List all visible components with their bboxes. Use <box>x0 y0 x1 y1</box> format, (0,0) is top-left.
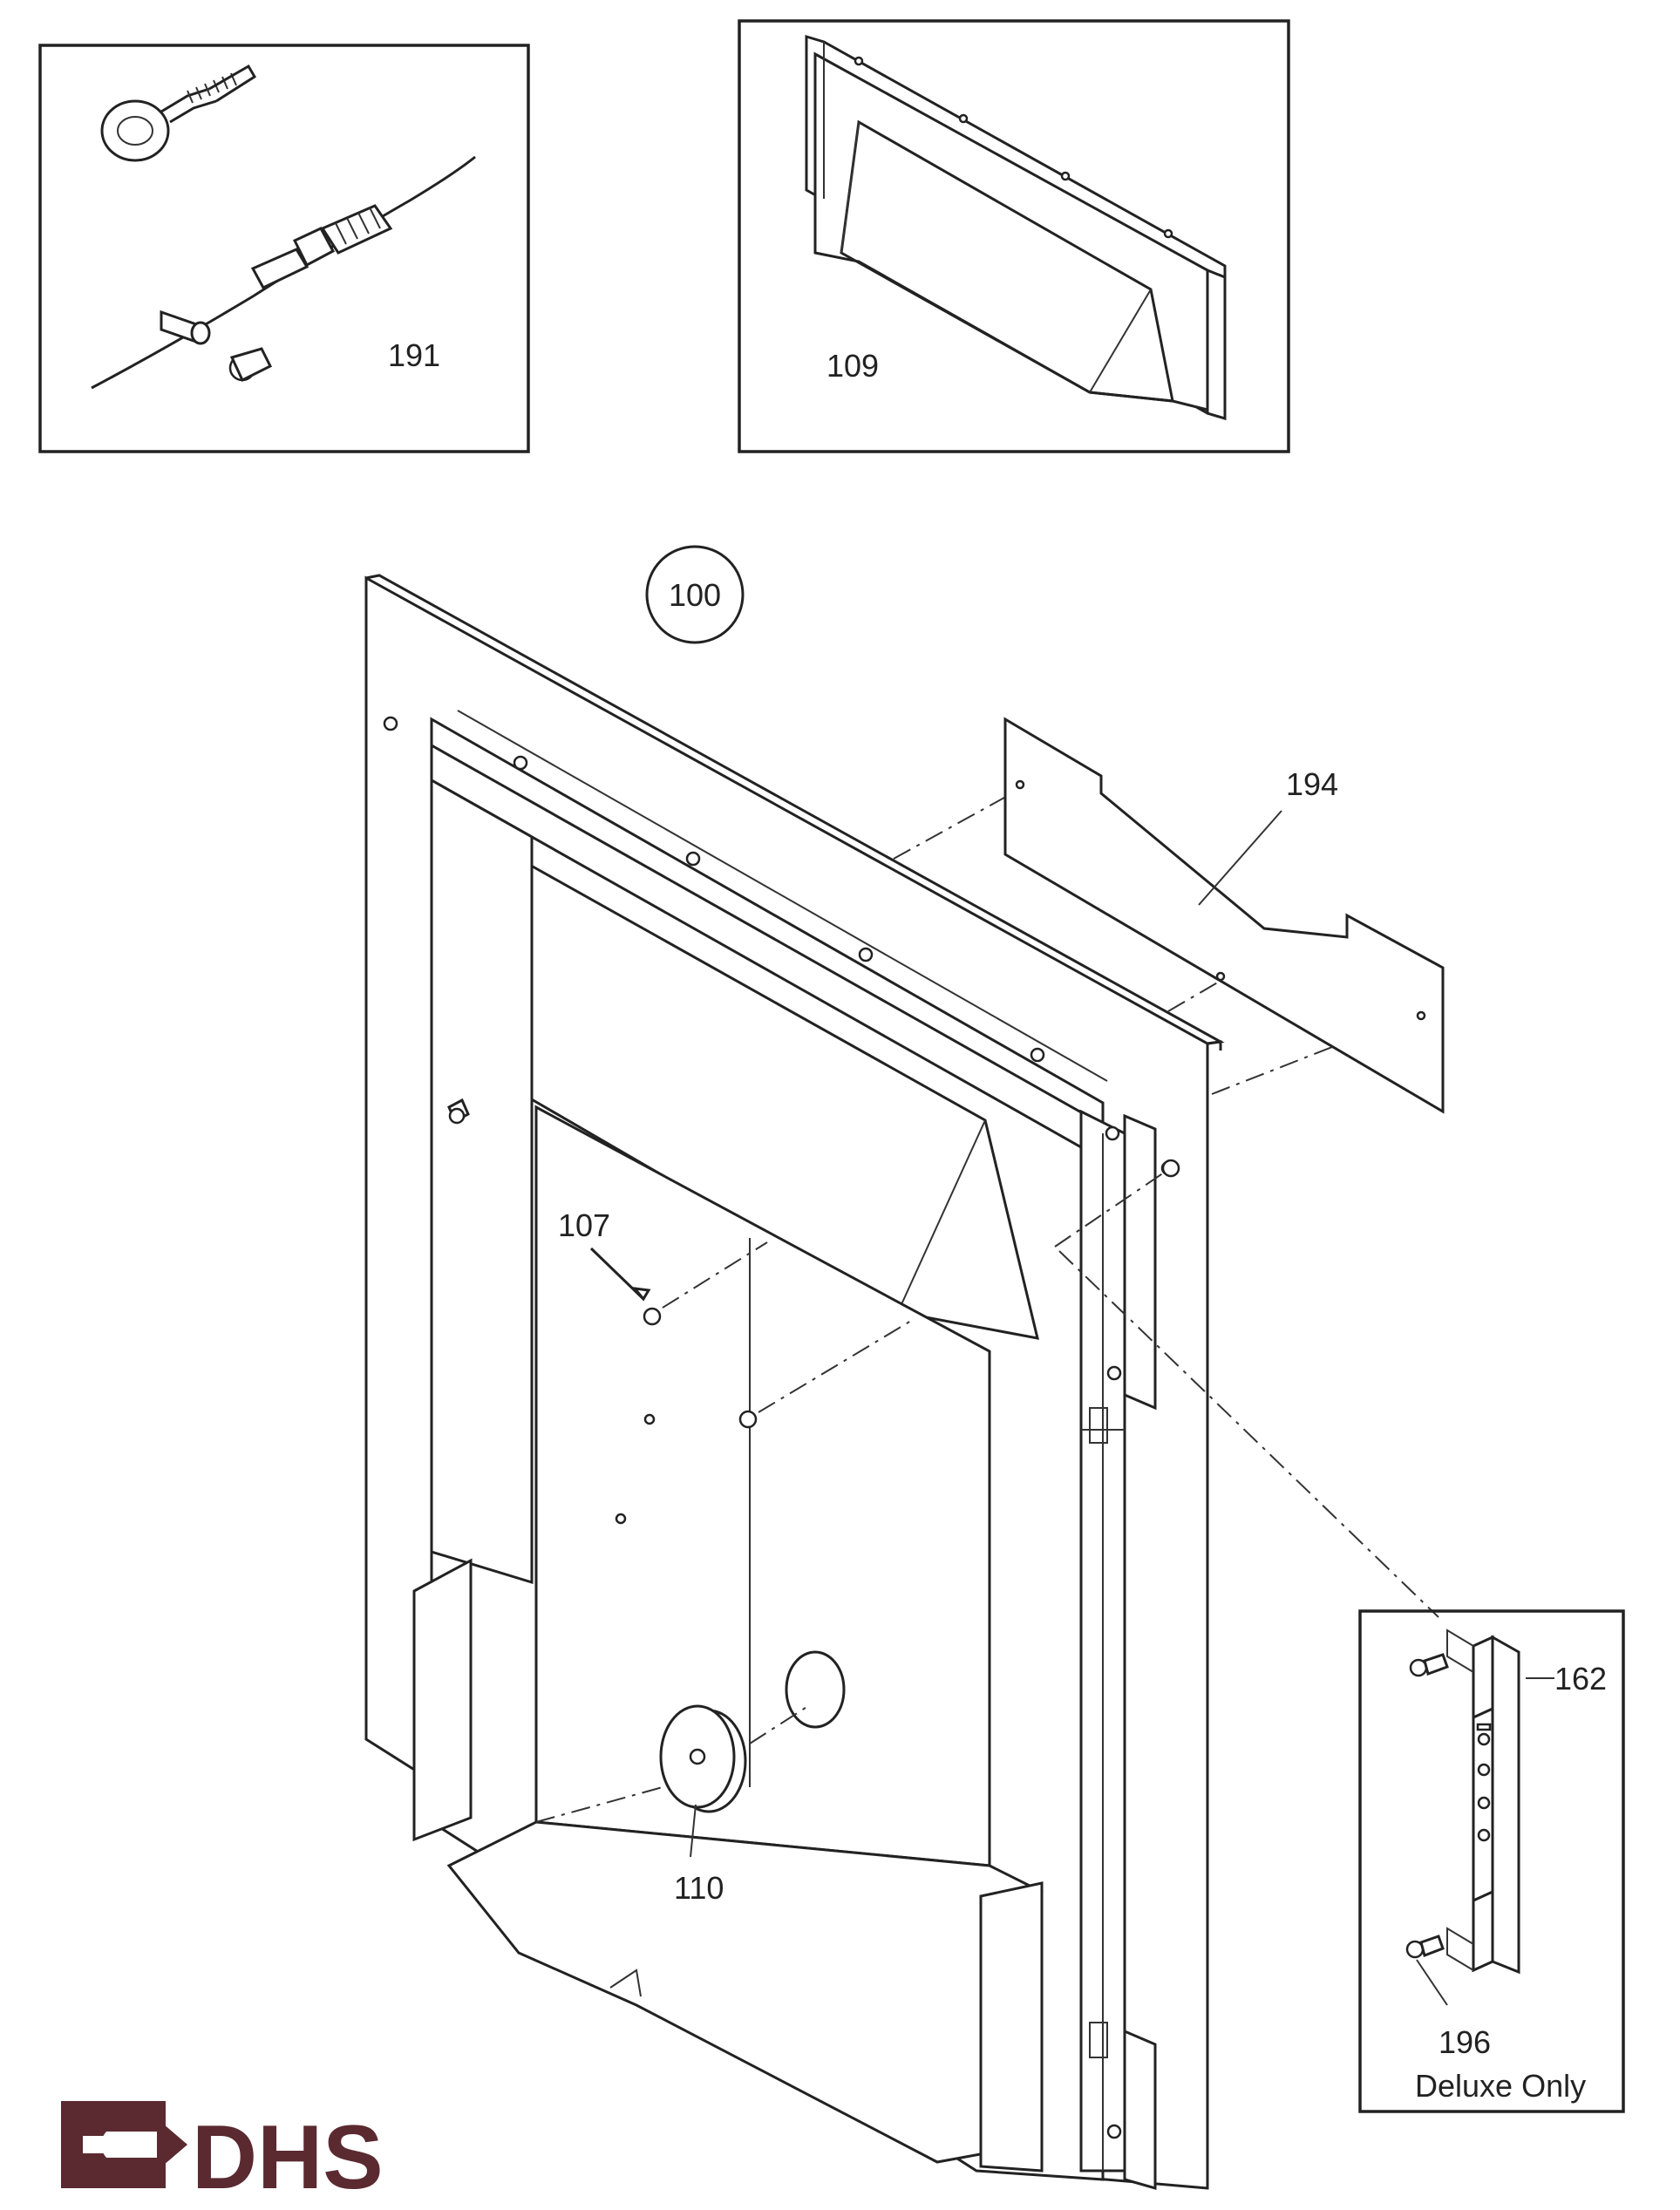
hood-part-icon <box>805 34 1227 421</box>
screw-icon-3 <box>738 1410 758 1429</box>
pipe-opening-icon <box>785 1650 846 1729</box>
callout-107: 107 <box>558 1207 610 1243</box>
dhs-logo-mark-icon <box>61 2101 187 2188</box>
callout-196: 196 <box>1439 2024 1491 2060</box>
part-194-baffle: 194 <box>1003 717 1445 1114</box>
vent-cap-icon <box>659 1704 747 1813</box>
callout-109: 109 <box>826 348 879 384</box>
screw-icon-2 <box>643 1307 662 1326</box>
callout-162: 162 <box>1554 1661 1607 1697</box>
callout-100-group: 100 <box>645 545 745 644</box>
deluxe-only-note: Deluxe Only <box>1415 2068 1586 2104</box>
callout-191: 191 <box>388 337 440 373</box>
inset-109: 109 <box>738 19 1290 453</box>
screw-icon-bottom <box>1405 1935 1445 1959</box>
inset-162-196: 162 196 Deluxe Only <box>1358 1609 1625 2113</box>
callout-110-group: 110 <box>674 1804 724 1906</box>
screw-icon-4 <box>1161 1159 1180 1178</box>
screw-icon-top <box>1409 1653 1449 1677</box>
dhs-logo-text: DHS <box>192 2107 384 2208</box>
screw-icon-1 <box>447 1098 470 1125</box>
fireplace-front-assembly <box>364 574 1439 2190</box>
callout-110: 110 <box>674 1870 724 1906</box>
eye-screw-icon <box>100 64 257 162</box>
callout-107-group: 107 <box>558 1207 651 1302</box>
callout-100: 100 <box>669 577 721 613</box>
cable-fitting-icon <box>250 204 393 289</box>
screw-icon <box>228 347 273 383</box>
callout-194: 194 <box>1286 766 1338 802</box>
inset-191: 191 <box>38 44 530 453</box>
cable-clamp-icon <box>160 309 211 345</box>
dhs-logo: DHS <box>61 2101 384 2208</box>
control-bracket-icon <box>1446 1629 1520 1975</box>
